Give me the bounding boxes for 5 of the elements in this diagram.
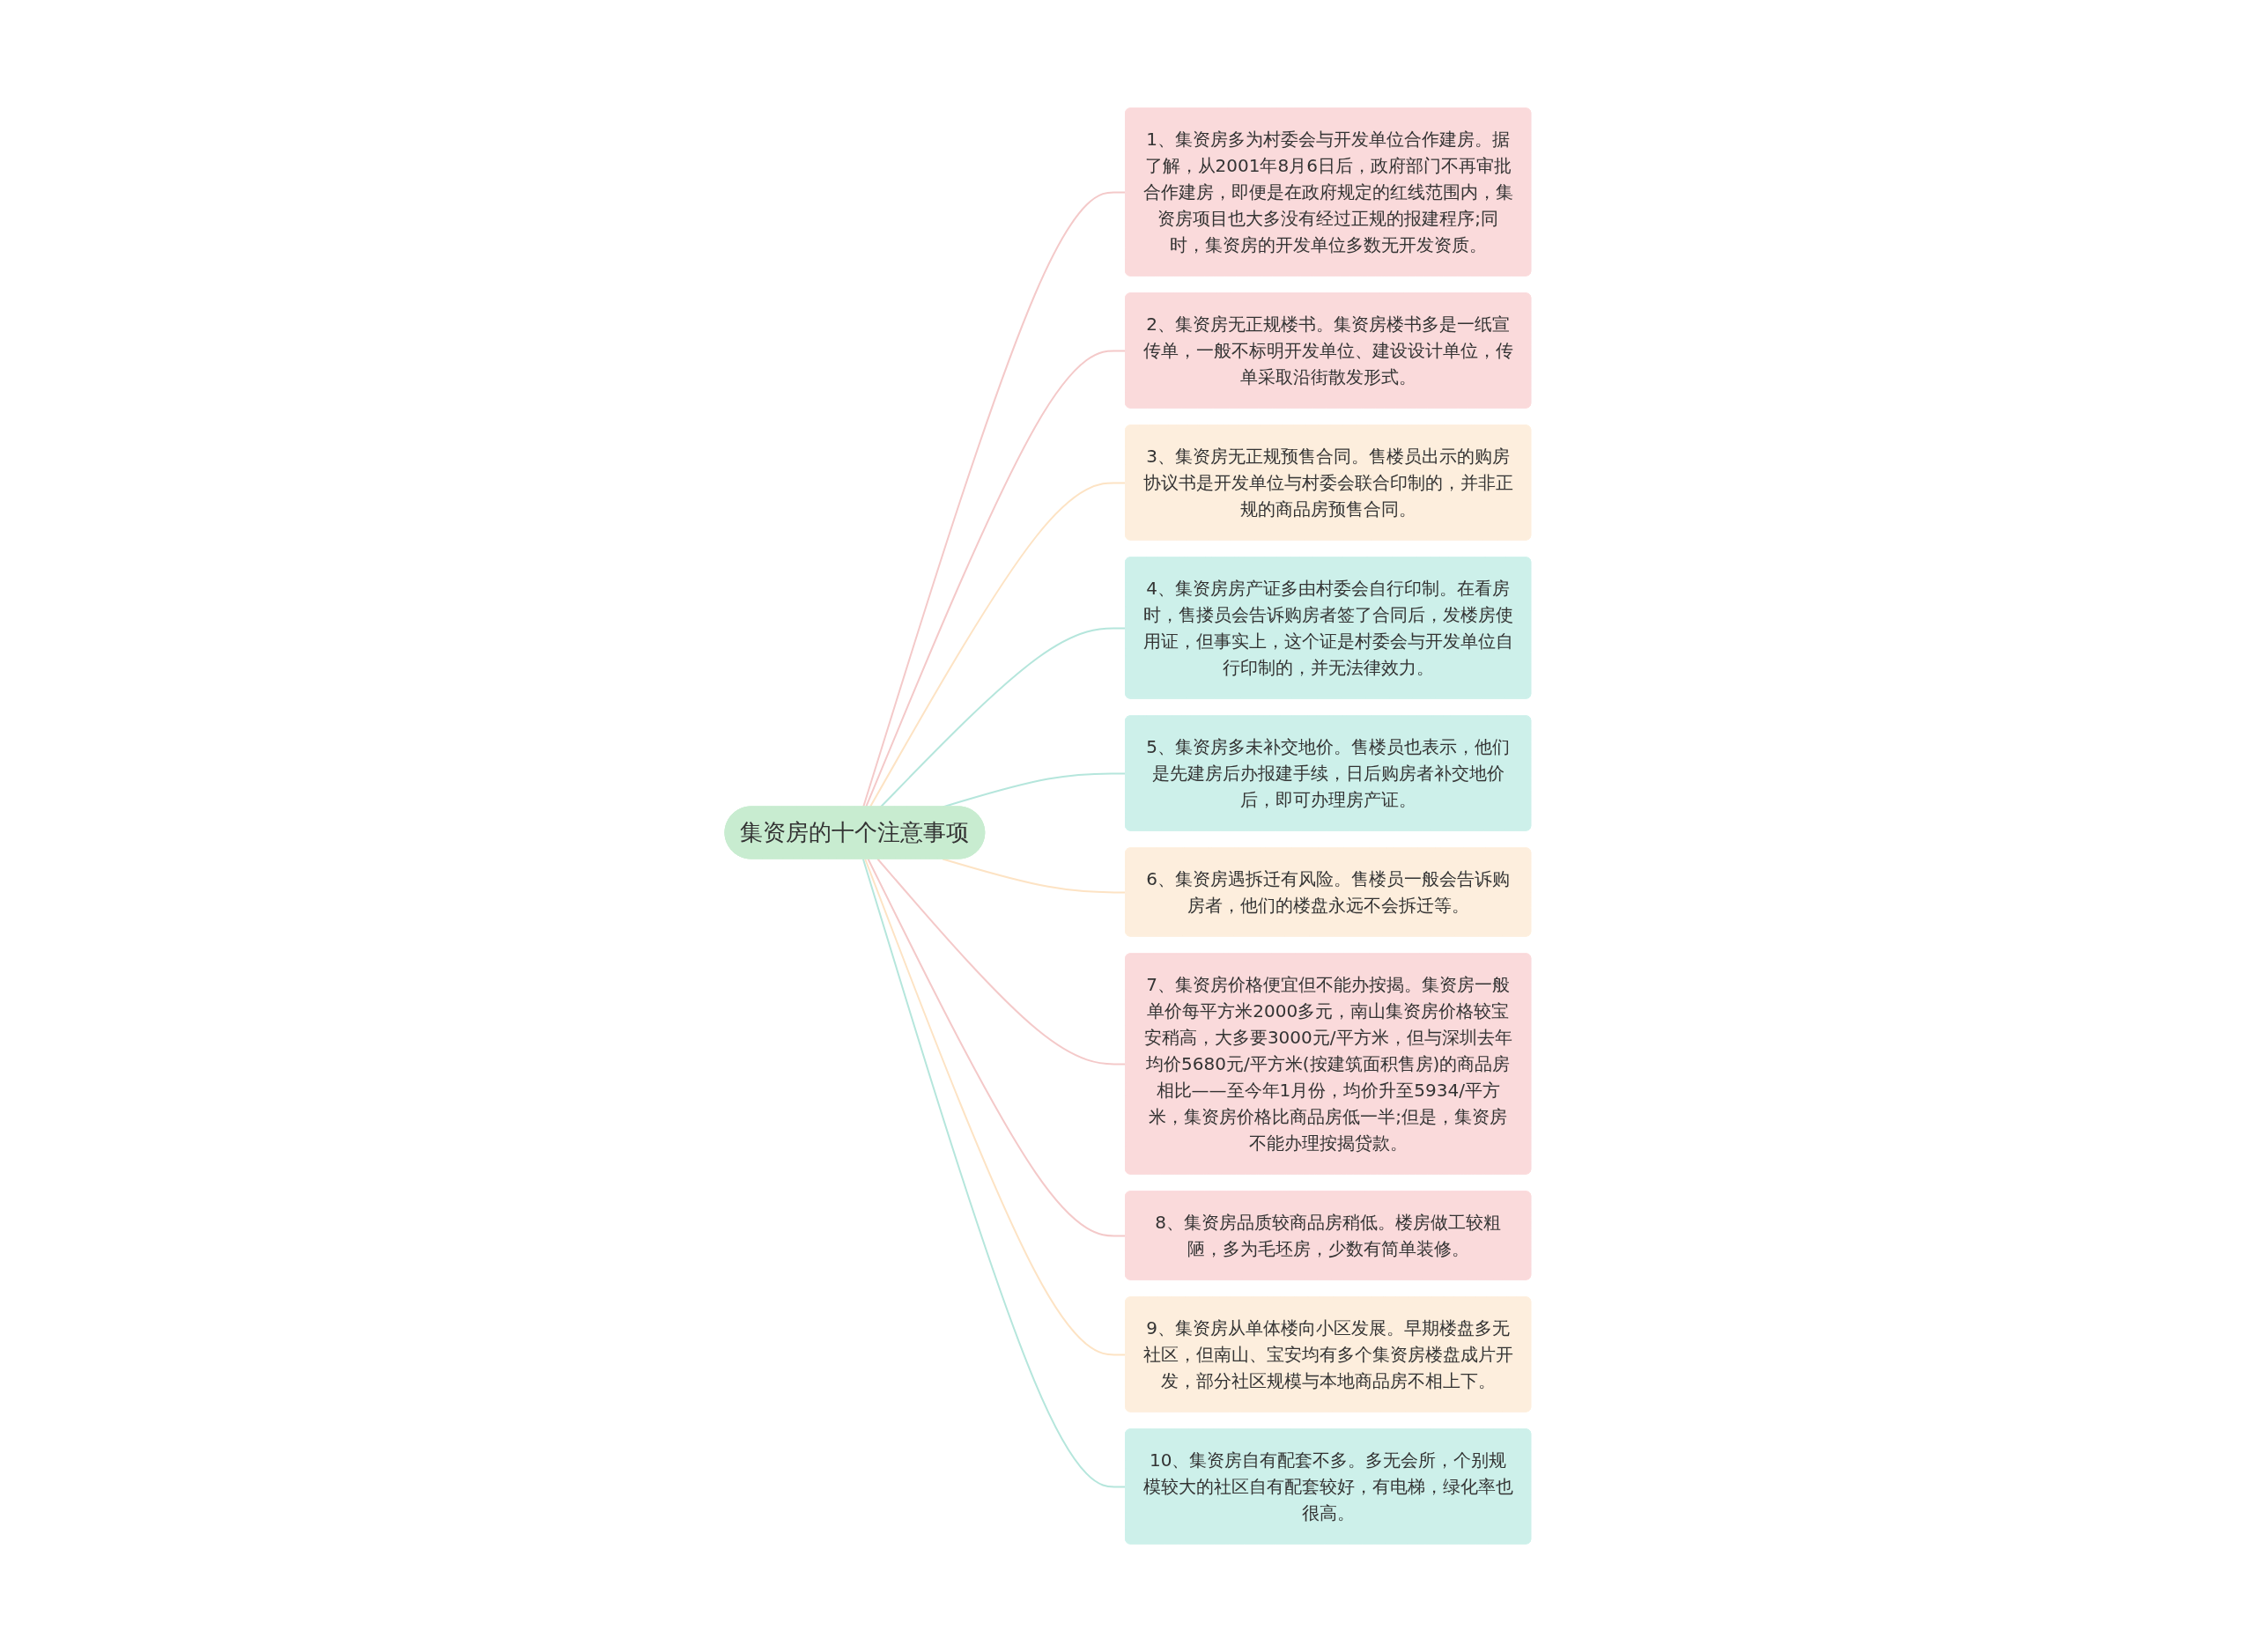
connector (876, 858, 1127, 1066)
connector (861, 858, 1127, 1488)
connector (941, 858, 1127, 894)
connector (867, 858, 1127, 1237)
connector (863, 858, 1127, 1356)
